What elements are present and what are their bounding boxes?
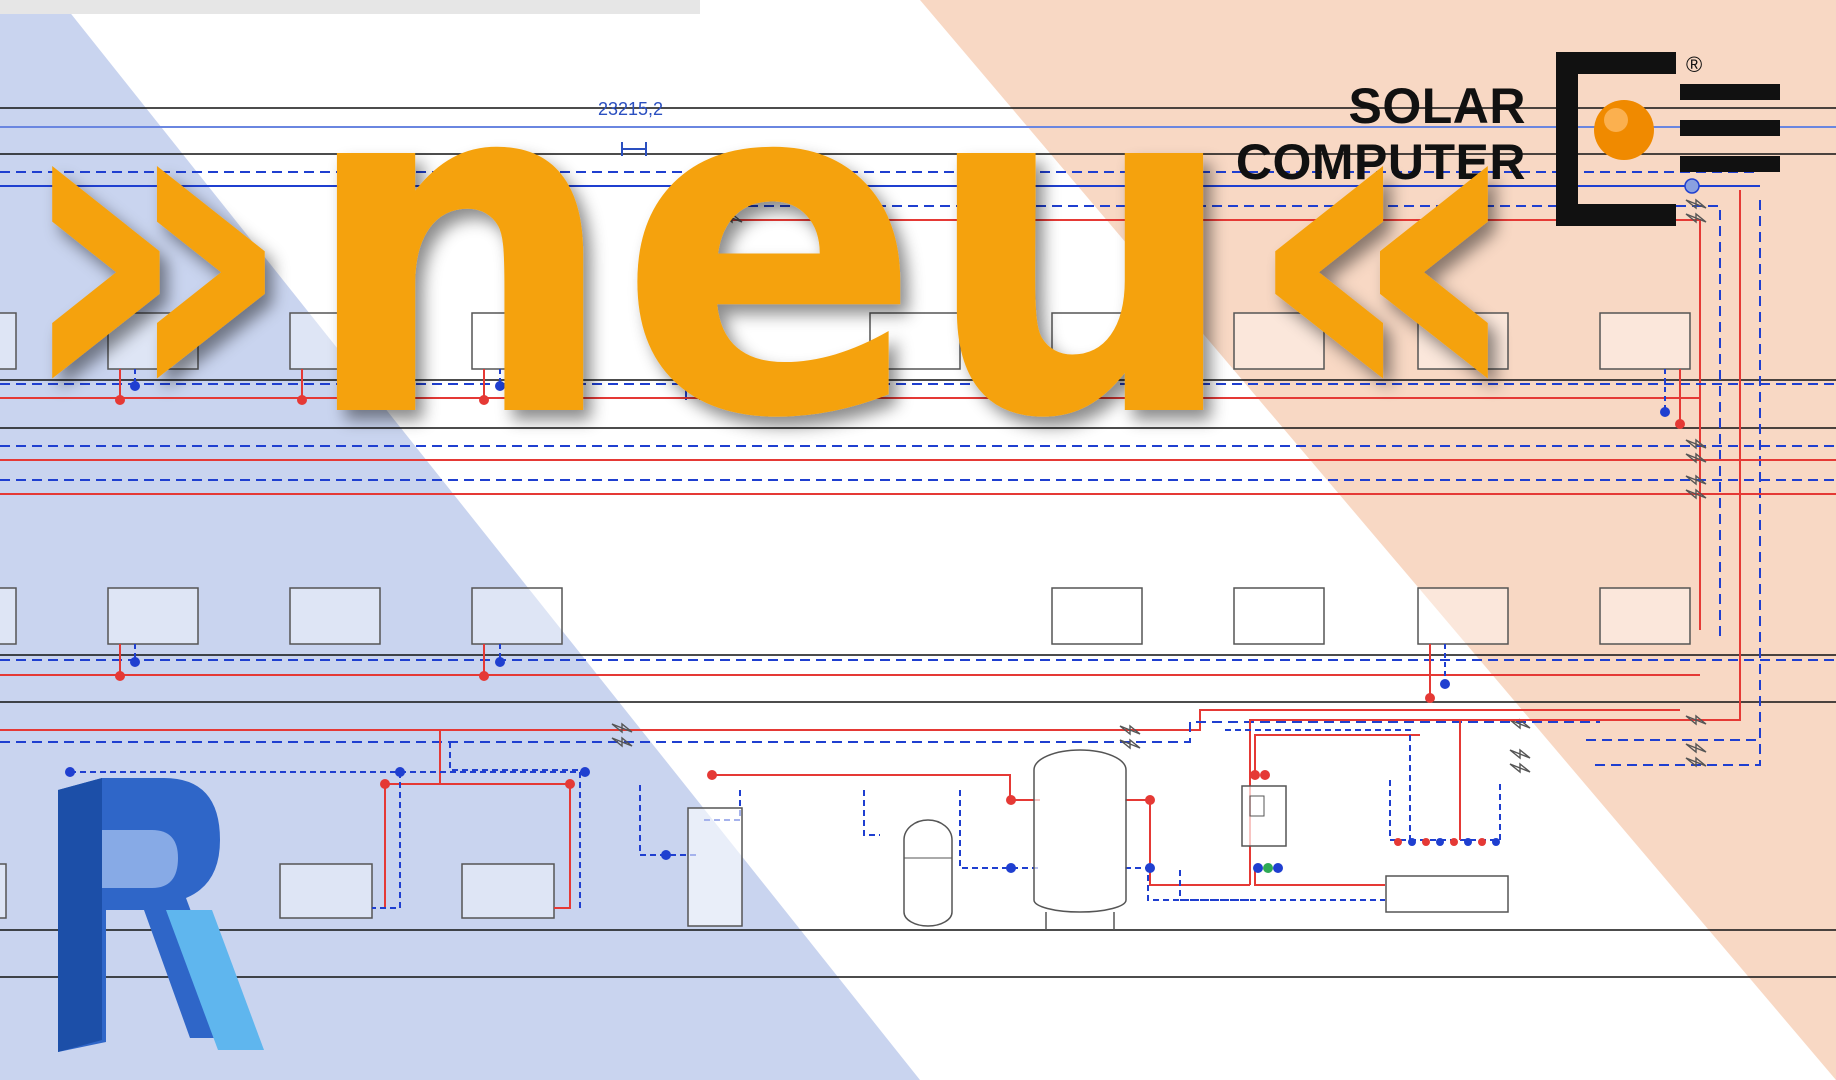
- right-peach-panel: [920, 0, 1836, 1080]
- registered-mark: ®: [1686, 52, 1703, 77]
- main-pipes: [0, 171, 1761, 766]
- revit-icon: [58, 778, 264, 1052]
- connection-dots: [65, 178, 1700, 789]
- brand-line-1: SOLAR: [1348, 78, 1526, 134]
- plant-room: [639, 719, 1590, 930]
- radiators-floor-3: [0, 863, 555, 919]
- brand-line-2: COMPUTER: [1235, 134, 1526, 190]
- paper-edge: [0, 0, 700, 14]
- headline-text: »neu«: [10, 0, 1530, 460]
- solar-computer-logo-mark: [1556, 52, 1780, 226]
- radiators-floor-1: [0, 312, 1691, 370]
- radiator-connections: [70, 369, 1681, 909]
- valve-symbols: [611, 164, 1707, 774]
- brand-name: SOLAR COMPUTER: [1236, 78, 1526, 190]
- floor-lines: [0, 107, 1836, 978]
- radiators-floor-2: [0, 587, 1691, 645]
- branch-pipes: [0, 383, 1836, 743]
- headline-graphic: »neu«: [10, 0, 1530, 460]
- dimension-marker: [621, 142, 647, 156]
- dimension-label: 23215,2: [598, 99, 664, 119]
